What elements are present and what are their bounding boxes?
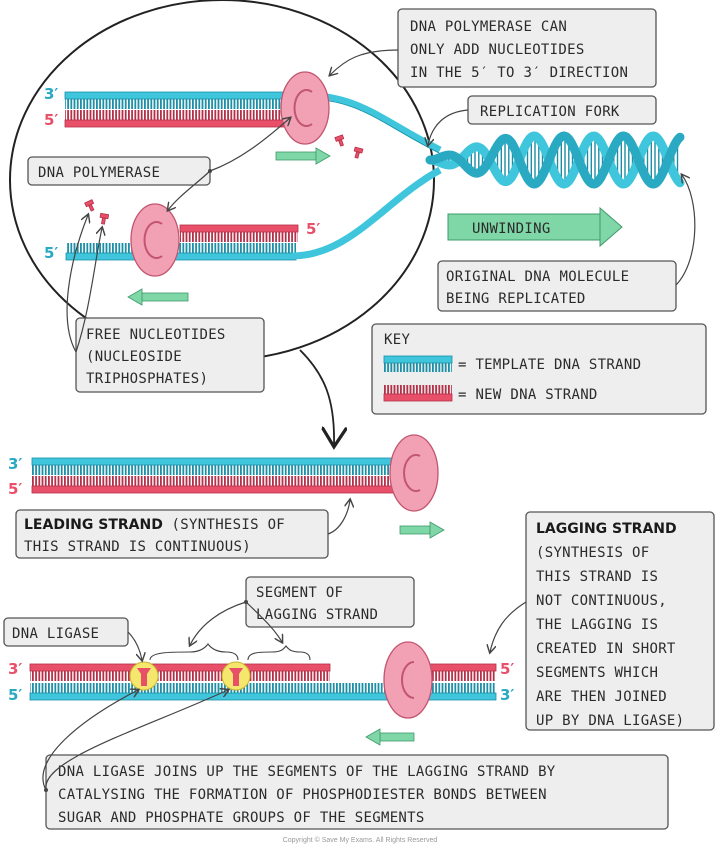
label-dna-polymerase: DNA POLYMERASE (27, 118, 290, 210)
svg-text:ONLY ADD NUCLEOTIDES: ONLY ADD NUCLEOTIDES (410, 42, 585, 58)
svg-text:DNA POLYMERASE: DNA POLYMERASE (38, 165, 160, 181)
label-dna-ligase: DNA LIGASE (3, 617, 142, 660)
label-free-nucleotides: FREE NUCLEOTIDES (NUCLEOSIDE TRIPHOSPHAT… (66, 215, 265, 393)
prime-label: 5′ (8, 686, 22, 704)
direction-arrow-leading (399, 521, 445, 539)
svg-text:DNA LIGASE JOINS UP THE SEGMEN: DNA LIGASE JOINS UP THE SEGMENTS OF THE … (58, 764, 556, 780)
direction-arrow-upper (275, 147, 331, 165)
svg-text:FREE NUCLEOTIDES: FREE NUCLEOTIDES (86, 327, 226, 343)
unwinding-arrow: UNWINDING (447, 206, 623, 248)
svg-text:ARE THEN JOINED: ARE THEN JOINED (536, 689, 667, 705)
direction-arrow-lagging (365, 728, 415, 746)
lower-template-strand (65, 166, 442, 261)
dna-polymerase-lower (130, 203, 180, 277)
svg-text:CREATED IN SHORT: CREATED IN SHORT (536, 641, 676, 657)
svg-text:DNA POLYMERASE CAN: DNA POLYMERASE CAN (410, 19, 567, 35)
prime-label: 5′ (44, 244, 58, 262)
magnify-arrow (299, 349, 334, 445)
svg-text:DNA LIGASE: DNA LIGASE (12, 626, 99, 642)
prime-label: 5′ (306, 220, 320, 238)
svg-text:REPLICATION FORK: REPLICATION FORK (480, 104, 620, 120)
svg-text:THE LAGGING IS: THE LAGGING IS (536, 617, 658, 633)
svg-text:(NUCLEOSIDE: (NUCLEOSIDE (86, 349, 182, 365)
prime-label: 3′ (8, 455, 22, 473)
dna-ligase-1 (129, 661, 159, 691)
svg-text:UNWINDING: UNWINDING (472, 221, 551, 237)
svg-text:NOT CONTINUOUS,: NOT CONTINUOUS, (536, 593, 667, 609)
label-leading-strand: LEADING STRAND (SYNTHESIS OF THIS STRAND… (15, 500, 350, 559)
svg-text:LAGGING STRAND: LAGGING STRAND (256, 607, 378, 623)
svg-text:ORIGINAL DNA MOLECULE: ORIGINAL DNA MOLECULE (446, 269, 629, 285)
svg-text:UP BY DNA LIGASE): UP BY DNA LIGASE) (536, 713, 684, 729)
svg-text:CATALYSING THE FORMATION OF PH: CATALYSING THE FORMATION OF PHOSPHODIEST… (58, 787, 547, 803)
label-segment: SEGMENT OF LAGGING STRAND (190, 576, 415, 645)
svg-text:LEADING STRAND (SYNTHESIS OF: LEADING STRAND (SYNTHESIS OF (24, 517, 285, 533)
svg-text:LAGGING STRAND: LAGGING STRAND (536, 521, 677, 537)
svg-text:TRIPHOSPHATES): TRIPHOSPHATES) (86, 371, 208, 387)
double-helix (425, 131, 685, 189)
dna-polymerase-lagging (383, 641, 433, 719)
svg-text:THIS STRAND IS: THIS STRAND IS (536, 569, 658, 585)
svg-text:(SYNTHESIS OF: (SYNTHESIS OF (536, 545, 649, 561)
direction-arrow-lower (127, 288, 189, 306)
segment-brackets (149, 643, 311, 661)
leading-strand-diagram (31, 457, 413, 494)
label-ligase-joins: DNA LIGASE JOINS UP THE SEGMENTS OF THE … (42, 690, 669, 830)
svg-text:SEGMENT OF: SEGMENT OF (256, 585, 343, 601)
prime-label: 3′ (8, 660, 22, 678)
copyright-notice: Copyright © Save My Exams. All Rights Re… (283, 836, 438, 844)
prime-label: 5′ (500, 660, 514, 678)
prime-label: 3′ (500, 686, 514, 704)
label-lagging-strand: LAGGING STRAND (SYNTHESIS OF THIS STRAND… (490, 511, 715, 731)
label-original-molecule: ORIGINAL DNA MOLECULE BEING REPLICATED (437, 175, 696, 312)
prime-label: 5′ (44, 111, 58, 129)
svg-text:= TEMPLATE DNA STRAND: = TEMPLATE DNA STRAND (458, 357, 641, 373)
prime-label: 3′ (44, 85, 58, 103)
prime-label: 5′ (8, 480, 22, 498)
svg-text:KEY: KEY (384, 332, 410, 348)
svg-text:THIS STRAND IS CONTINUOUS): THIS STRAND IS CONTINUOUS) (24, 539, 251, 555)
dna-polymerase-leading (389, 434, 439, 512)
label-replication-fork: REPLICATION FORK (428, 95, 657, 145)
free-nucleotides (84, 134, 364, 225)
dna-polymerase-upper (280, 71, 330, 145)
dna-ligase-2 (221, 661, 251, 691)
lower-new-strand (179, 224, 299, 242)
svg-text:IN THE 5′ TO 3′ DIRECTION: IN THE 5′ TO 3′ DIRECTION (410, 65, 628, 81)
svg-text:= NEW DNA STRAND: = NEW DNA STRAND (458, 387, 598, 403)
upper-new-strand (64, 110, 301, 128)
label-polymerase-direction: DNA POLYMERASE CAN ONLY ADD NUCLEOTIDES … (330, 8, 657, 88)
svg-text:SEGMENTS WHICH: SEGMENTS WHICH (536, 665, 658, 681)
svg-text:BEING REPLICATED: BEING REPLICATED (446, 291, 586, 307)
key-legend: KEY = TEMPLATE DNA STRAND = NEW DNA STRA… (371, 323, 707, 415)
svg-text:SUGAR AND PHOSPHATE GROUPS OF: SUGAR AND PHOSPHATE GROUPS OF THE SEGMEN… (58, 810, 425, 826)
